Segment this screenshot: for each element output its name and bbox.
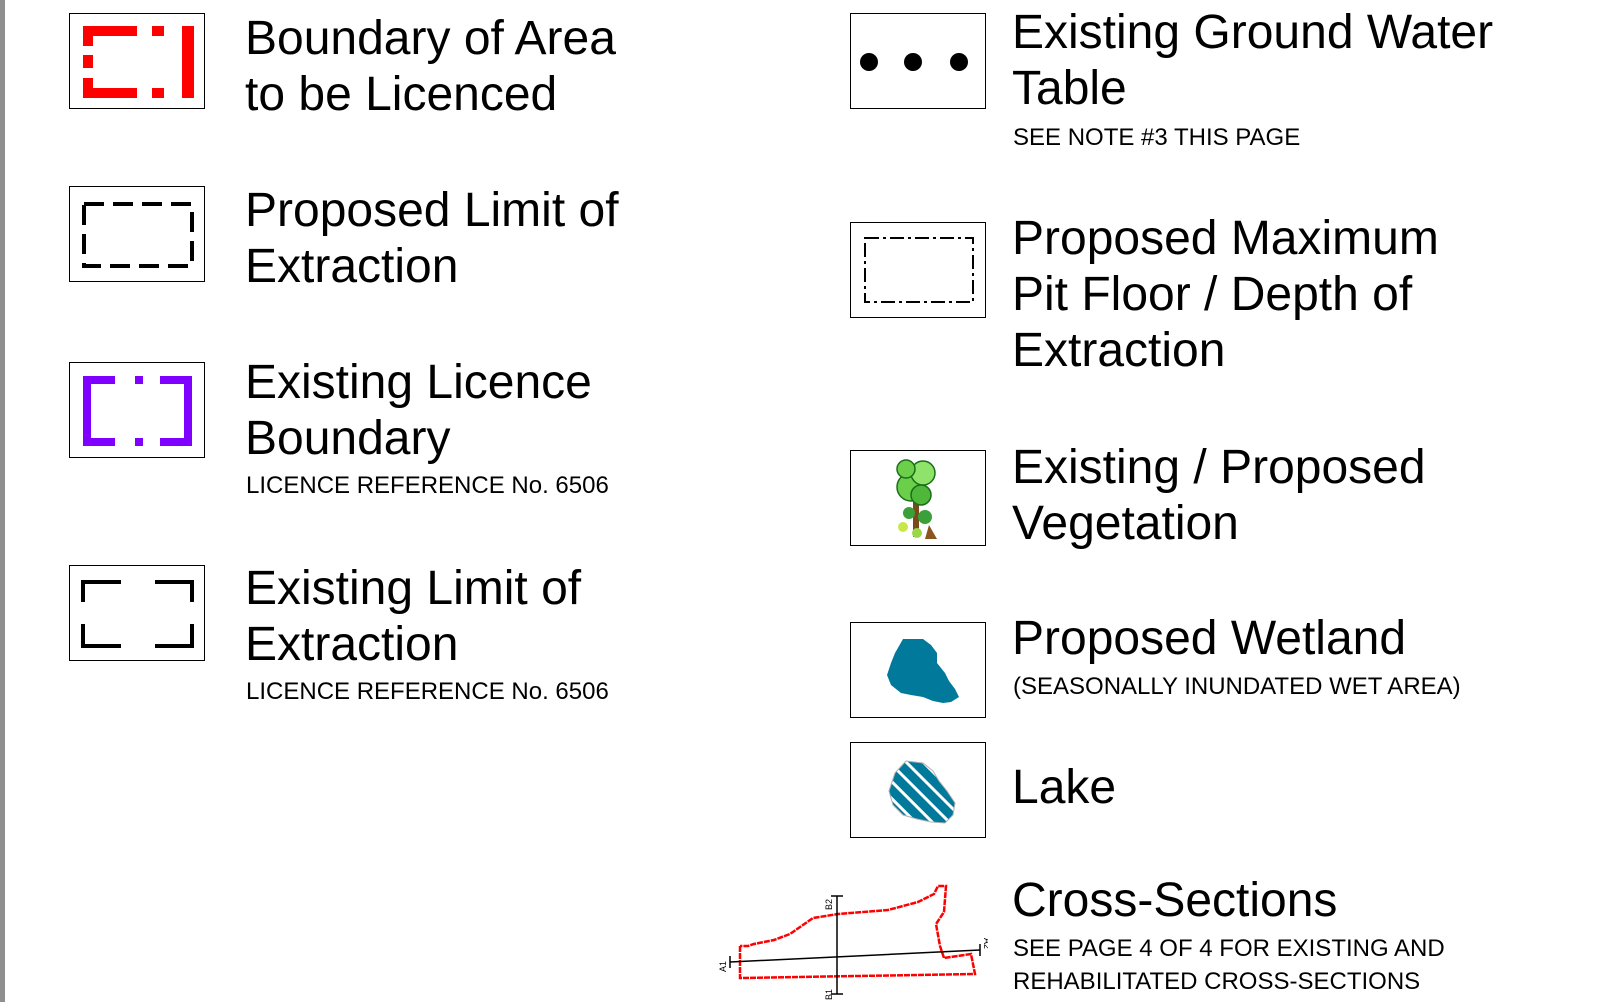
proposed-limit-symbol (69, 186, 205, 282)
boundary-area-title-2: to be Licenced (245, 68, 558, 121)
wetland-note: (SEASONALLY INUNDATED WET AREA) (1013, 673, 1461, 700)
existing-licence-note: LICENCE REFERENCE No. 6506 (246, 472, 609, 499)
label-a1: A1 (718, 961, 728, 972)
max-pit-floor-title-2: Pit Floor / Depth of (1012, 268, 1413, 321)
existing-licence-title-1: Existing Licence (245, 356, 592, 409)
cross-sections-title: Cross-Sections (1012, 874, 1338, 927)
boundary-area-symbol (69, 13, 205, 109)
lake-hatched-icon (888, 760, 956, 824)
ground-water-title-2: Table (1012, 62, 1127, 115)
section-line-a (729, 949, 981, 963)
label-a2: A2 (982, 938, 988, 949)
cross-section-diagram: A1 A2 B2 B1 (718, 884, 988, 1000)
ground-water-symbol (850, 13, 986, 109)
lake-symbol (850, 742, 986, 838)
max-pit-floor-title-1: Proposed Maximum (1012, 212, 1439, 265)
wetland-symbol (850, 622, 986, 718)
existing-limit-symbol (69, 565, 205, 661)
purple-dash-dot-rectangle-icon (83, 376, 192, 446)
proposed-limit-title-1: Proposed Limit of (245, 184, 619, 237)
three-dots-icon (860, 53, 968, 71)
red-dashed-rectangle-icon (83, 26, 194, 98)
black-dashed-rectangle-icon (82, 202, 194, 268)
existing-licence-symbol (69, 362, 205, 458)
black-corner-brackets-icon (81, 580, 194, 648)
existing-licence-title-2: Boundary (245, 412, 451, 465)
label-b2: B2 (824, 899, 834, 910)
existing-limit-title-2: Extraction (245, 618, 459, 671)
cross-section-boundary (738, 884, 977, 980)
vegetation-symbol (850, 450, 986, 546)
page-edge (0, 0, 5, 1002)
wetland-shape-icon (887, 639, 959, 703)
cross-sections-note-1: SEE PAGE 4 OF 4 FOR EXISTING AND (1013, 935, 1445, 962)
dash-dot-rectangle-icon (864, 237, 974, 303)
boundary-area-title-1: Boundary of Area (245, 12, 616, 65)
vegetation-title-1: Existing / Proposed (1012, 441, 1426, 494)
max-pit-floor-title-3: Extraction (1012, 324, 1226, 377)
tree-icon (896, 459, 937, 539)
ground-water-title-1: Existing Ground Water (1012, 6, 1494, 59)
label-b1: B1 (824, 989, 834, 1000)
cross-sections-note-2: REHABILITATED CROSS-SECTIONS (1013, 968, 1421, 995)
existing-limit-title-1: Existing Limit of (245, 562, 582, 615)
proposed-limit-title-2: Extraction (245, 240, 459, 293)
existing-limit-note: LICENCE REFERENCE No. 6506 (246, 678, 609, 705)
wetland-title: Proposed Wetland (1012, 612, 1407, 665)
max-pit-floor-symbol (850, 222, 986, 318)
vegetation-title-2: Vegetation (1012, 497, 1239, 550)
ground-water-note: SEE NOTE #3 THIS PAGE (1013, 124, 1301, 151)
lake-title: Lake (1012, 761, 1117, 814)
